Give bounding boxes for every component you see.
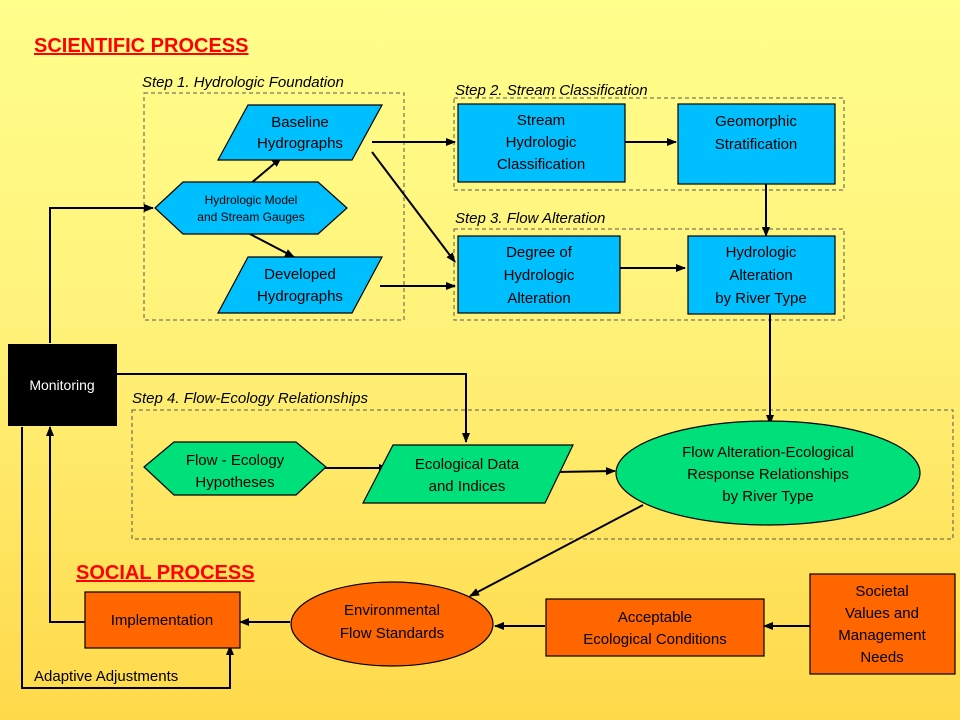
response-label-2: Response Relationships bbox=[687, 466, 849, 483]
acceptable-label-2: Ecological Conditions bbox=[583, 631, 726, 648]
baseline-label-1: Baseline bbox=[271, 114, 329, 131]
node-geomorphic-stratification[interactable]: Geomorphic Stratification bbox=[677, 103, 836, 185]
edge-monitoring-to-model bbox=[49, 204, 154, 343]
societal-label-2: Values and bbox=[845, 605, 919, 622]
stream-label-2: Hydrologic bbox=[506, 134, 577, 151]
alteration-label-1: Hydrologic bbox=[726, 244, 797, 261]
geomorphic-label-1: Geomorphic bbox=[715, 113, 797, 130]
social-process-heading: SOCIAL PROCESS bbox=[76, 562, 255, 584]
node-implementation[interactable]: Implementation bbox=[84, 591, 241, 649]
edge-monitoring-to-ecodata bbox=[117, 373, 470, 443]
response-label-3: by River Type bbox=[722, 488, 813, 505]
geomorphic-label-2: Stratification bbox=[715, 136, 798, 153]
node-environmental-flow-standards[interactable]: Environmental Flow Standards bbox=[290, 581, 494, 667]
step3-label: Step 3. Flow Alteration bbox=[455, 210, 605, 227]
scientific-process-heading: SCIENTIFIC PROCESS bbox=[34, 35, 248, 57]
degree-label-1: Degree of bbox=[506, 244, 573, 261]
societal-label-3: Management bbox=[838, 627, 926, 644]
acceptable-label-1: Acceptable bbox=[618, 609, 692, 626]
node-degree-of-alteration[interactable]: Degree of Hydrologic Alteration bbox=[457, 235, 621, 314]
standards-label-1: Environmental bbox=[344, 602, 440, 619]
edge-adaptive-adjustments bbox=[21, 427, 234, 689]
node-baseline-hydrographs[interactable]: Baseline Hydrographs bbox=[216, 104, 384, 161]
node-hydrologic-model[interactable]: Hydrologic Model and Stream Gauges bbox=[154, 181, 348, 235]
baseline-label-2: Hydrographs bbox=[257, 135, 343, 152]
step2-label: Step 2. Stream Classification bbox=[455, 82, 648, 99]
societal-label-1: Societal bbox=[855, 583, 908, 600]
degree-label-3: Alteration bbox=[507, 290, 570, 307]
edge-ecodata-to-response bbox=[555, 467, 616, 476]
alteration-label-2: Alteration bbox=[729, 267, 792, 284]
stream-label-1: Stream bbox=[517, 112, 565, 129]
node-monitoring[interactable]: Monitoring bbox=[8, 344, 117, 426]
node-developed-hydrographs[interactable]: Developed Hydrographs bbox=[216, 256, 384, 314]
response-label-1: Flow Alteration-Ecological bbox=[682, 444, 854, 461]
edge-model-to-baseline bbox=[249, 157, 282, 185]
node-societal-values[interactable]: Societal Values and Management Needs bbox=[809, 573, 956, 675]
ecodata-label-2: and Indices bbox=[429, 478, 506, 495]
edge-response-to-standards bbox=[469, 504, 644, 597]
node-acceptable-conditions[interactable]: Acceptable Ecological Conditions bbox=[545, 598, 765, 657]
hydro-model-label-2: and Stream Gauges bbox=[197, 210, 304, 224]
stream-label-3: Classification bbox=[497, 156, 585, 173]
edge-implementation-to-monitoring bbox=[46, 426, 85, 623]
edge-baseline-to-degree bbox=[371, 151, 456, 263]
node-ecological-data[interactable]: Ecological Data and Indices bbox=[362, 444, 574, 504]
step4-label: Step 4. Flow-Ecology Relationships bbox=[132, 390, 368, 407]
implementation-label: Implementation bbox=[111, 612, 214, 629]
societal-label-4: Needs bbox=[860, 649, 903, 666]
node-flow-ecology-hypotheses[interactable]: Flow - Ecology Hypotheses bbox=[143, 441, 327, 496]
hypotheses-label-1: Flow - Ecology bbox=[186, 452, 285, 469]
developed-label-2: Hydrographs bbox=[257, 288, 343, 305]
standards-label-2: Flow Standards bbox=[340, 625, 444, 642]
node-response-relationships[interactable]: Flow Alteration-Ecological Response Rela… bbox=[615, 420, 921, 526]
edge-model-to-developed bbox=[249, 233, 295, 258]
hydro-model-label-1: Hydrologic Model bbox=[205, 193, 298, 207]
ecodata-label-1: Ecological Data bbox=[415, 456, 520, 473]
degree-label-2: Hydrologic bbox=[504, 267, 575, 284]
node-alteration-by-river-type[interactable]: Hydrologic Alteration by River Type bbox=[687, 235, 836, 315]
step1-label: Step 1. Hydrologic Foundation bbox=[142, 74, 344, 91]
alteration-label-3: by River Type bbox=[715, 290, 806, 307]
adaptive-adjustments-label: Adaptive Adjustments bbox=[34, 668, 178, 685]
hypotheses-label-2: Hypotheses bbox=[195, 474, 274, 491]
monitoring-label: Monitoring bbox=[29, 377, 94, 393]
step1-group bbox=[143, 92, 405, 321]
node-stream-classification[interactable]: Stream Hydrologic Classification bbox=[457, 103, 626, 183]
step3-group bbox=[453, 228, 845, 321]
developed-label-1: Developed bbox=[264, 266, 336, 283]
step4-group bbox=[131, 409, 954, 540]
